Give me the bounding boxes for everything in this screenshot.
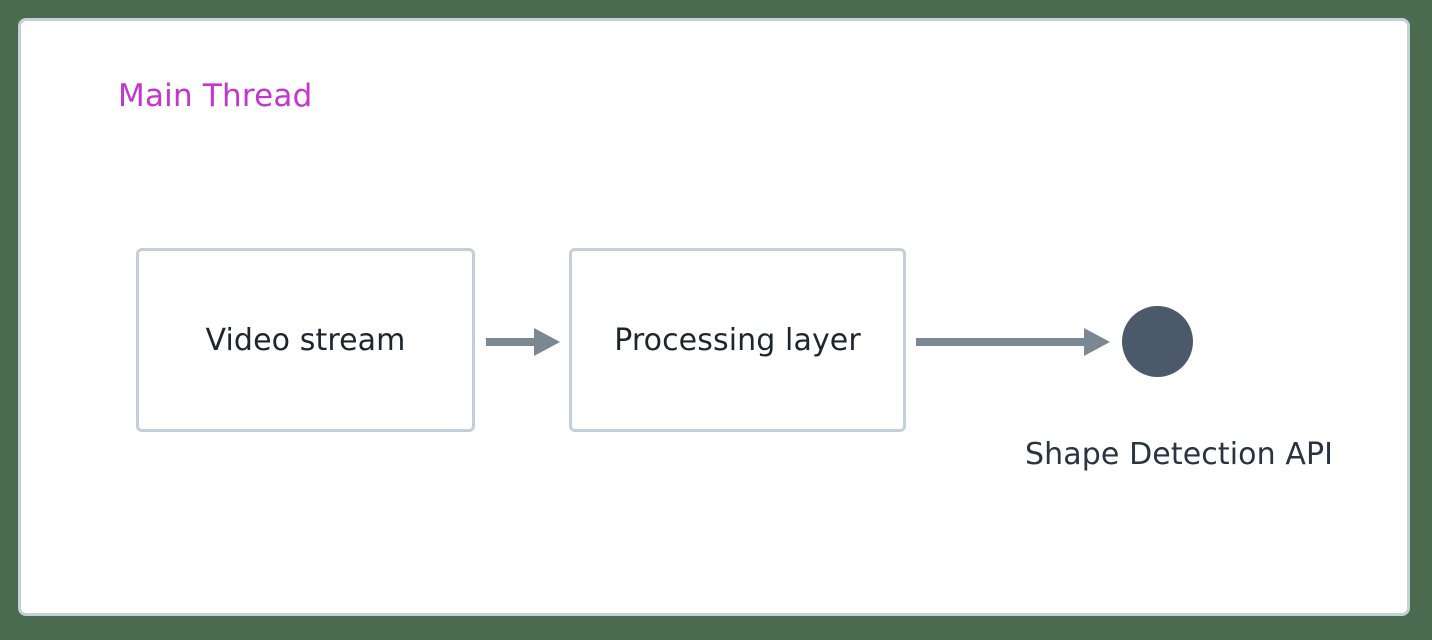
node-video-stream[interactable]: Video stream — [136, 248, 475, 432]
main-thread-container: Main Thread Video stream Processing laye… — [18, 18, 1410, 616]
arrow-video-to-processing-icon — [486, 328, 560, 356]
node-processing-layer-label: Processing layer — [614, 322, 861, 358]
shape-detection-api-node[interactable] — [1122, 306, 1193, 377]
node-video-stream-label: Video stream — [205, 322, 406, 358]
main-thread-title: Main Thread — [118, 78, 313, 114]
shape-detection-api-label: Shape Detection API — [1025, 437, 1334, 472]
node-processing-layer[interactable]: Processing layer — [569, 248, 906, 432]
arrow-processing-to-api-icon — [916, 328, 1110, 356]
